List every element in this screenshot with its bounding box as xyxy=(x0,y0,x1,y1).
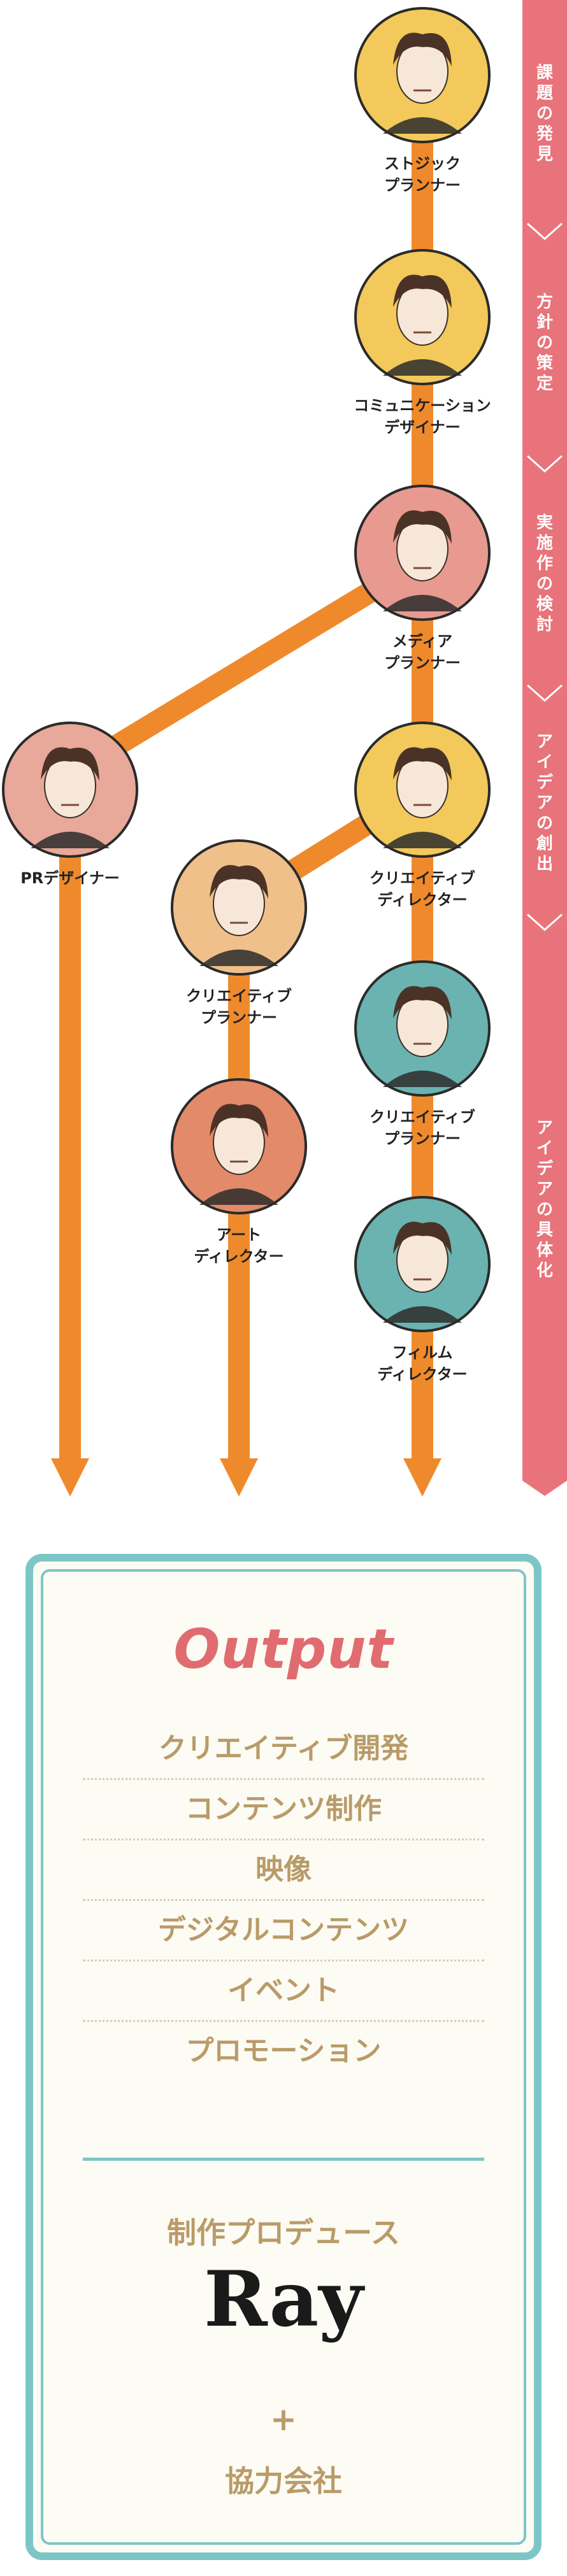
avatar-body xyxy=(199,950,278,966)
output-card xyxy=(25,1554,542,2560)
output-list: クリエイティブ開発 コンテンツ制作 映像 デジタルコンテンツ イベント プロモー… xyxy=(83,1719,484,2081)
output-item: デジタルコンテンツ xyxy=(83,1901,484,1961)
output-divider xyxy=(83,2158,484,2161)
stage-label: 課題の発見 xyxy=(536,63,554,164)
output-item: クリエイティブ開発 xyxy=(83,1719,484,1780)
avatar-hair xyxy=(393,1221,452,1255)
stage-band-segment xyxy=(522,0,567,241)
role-label: コミュニケーション xyxy=(354,397,491,415)
role-label: ディレクター xyxy=(377,1365,467,1383)
avatar-hair xyxy=(41,747,99,781)
role-label: プランナー xyxy=(384,654,461,672)
role-label: プランナー xyxy=(384,1130,461,1148)
avatar-hair xyxy=(210,1104,268,1137)
plus-sign: + xyxy=(270,2401,297,2438)
role-label: プランナー xyxy=(384,176,461,194)
role-label: クリエイティブ xyxy=(186,987,292,1005)
avatar-body xyxy=(199,1188,278,1205)
output-item: プロモーション xyxy=(185,2035,382,2067)
role-avatar: PRデザイナー xyxy=(2,722,138,887)
avatar-hair xyxy=(393,510,452,544)
stage-label: 実施作の検討 xyxy=(536,513,554,634)
stage-band-segment xyxy=(522,688,567,932)
flow-arrow xyxy=(403,1458,441,1497)
avatar-body xyxy=(31,832,110,848)
produce-label: 制作プロデュース xyxy=(167,2216,400,2250)
output-title: Output xyxy=(173,1618,394,1681)
avatar-body xyxy=(383,832,462,848)
role-label: PRデザイナー xyxy=(20,869,120,887)
role-label: クリエイティブ xyxy=(370,1108,475,1126)
stage-label: アイデアの創出 xyxy=(536,732,554,874)
partner-label: 協力会社 xyxy=(225,2464,342,2498)
ray-logo: Ray xyxy=(204,2254,363,2344)
avatar-body xyxy=(383,595,462,611)
role-label: アート xyxy=(217,1226,262,1244)
role-label: ディレクター xyxy=(377,891,467,909)
avatar-body xyxy=(383,359,462,376)
output-item: イベント xyxy=(83,1961,484,2022)
avatar-body xyxy=(383,1071,462,1087)
avatar-body xyxy=(383,1306,462,1323)
avatar-hair xyxy=(393,274,452,308)
avatar-hair xyxy=(210,865,268,899)
role-label: クリエイティブ xyxy=(370,869,475,887)
role-label: メディア xyxy=(392,632,452,650)
role-label: ストジック xyxy=(384,155,461,173)
role-label: プランナー xyxy=(201,1009,277,1027)
stage-chevron xyxy=(527,684,563,702)
stage-label: アイデアの具体化 xyxy=(536,1119,554,1281)
stage-band-segment xyxy=(522,917,567,1496)
stage-band-segment xyxy=(522,459,567,703)
role-avatars: ストジックプランナーコミュニケーションデザイナーメディアプランナーPRデザイナー… xyxy=(2,7,491,1383)
role-label: デザイナー xyxy=(384,418,461,436)
avatar-body xyxy=(383,117,462,134)
role-label: フィルム xyxy=(392,1344,452,1362)
stage-chevron xyxy=(527,913,563,932)
flow-line xyxy=(64,551,428,783)
flow-arrow xyxy=(51,1458,89,1497)
stage-band-segment xyxy=(522,226,567,474)
stage-label: 方針の策定 xyxy=(536,292,553,394)
output-item: 映像 xyxy=(83,1840,484,1901)
avatar-hair xyxy=(393,747,452,781)
flow-arrow xyxy=(220,1458,258,1497)
stage-chevron xyxy=(527,222,563,241)
stage-chevron xyxy=(527,455,563,473)
role-label: ディレクター xyxy=(194,1248,284,1265)
avatar-hair xyxy=(393,32,452,66)
output-item: コンテンツ制作 xyxy=(83,1780,484,1840)
avatar-hair xyxy=(393,986,452,1020)
